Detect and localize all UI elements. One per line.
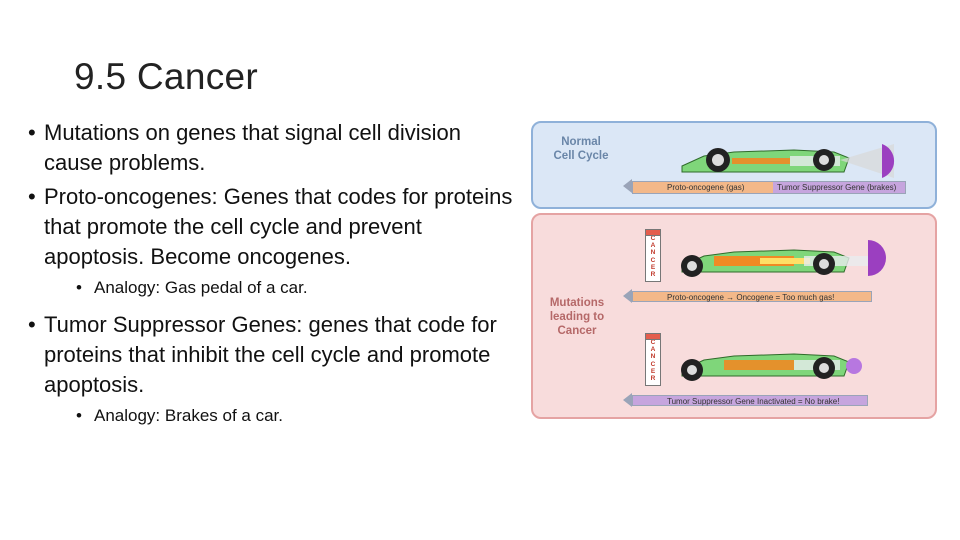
- cancer-sign-letter: C: [650, 256, 656, 264]
- car-oncogene-icon: [681, 240, 886, 277]
- cancer-sign-letter: C: [650, 235, 656, 242]
- sub-bullet-gas-pedal: Analogy: Gas pedal of a car.: [28, 276, 518, 300]
- oncogene-bar: Proto-oncogene → Oncogene = Too much gas…: [632, 291, 872, 302]
- cancer-sign-letter: R: [650, 271, 656, 279]
- cancer-sign-letter: A: [650, 346, 656, 354]
- car-normal-icon: [681, 144, 895, 178]
- slide-title: 9.5 Cancer: [74, 56, 258, 97]
- arrow-left-icon: [623, 393, 632, 407]
- bullet-mutations: Mutations on genes that signal cell divi…: [28, 118, 518, 178]
- cancer-sign-letter: N: [650, 249, 656, 257]
- car-no-brake-icon: [681, 353, 862, 381]
- normal-cell-cycle-label: Normal Cell Cycle: [553, 136, 609, 162]
- bullet-tumor-suppressor: Tumor Suppressor Genes: genes that code …: [28, 310, 518, 400]
- cancer-sign-letter: C: [650, 360, 656, 368]
- cancer-sign-letter: N: [650, 353, 656, 361]
- cancer-sign-letter: R: [650, 375, 656, 383]
- bullet-proto-oncogenes: Proto-oncogenes: Genes that codes for pr…: [28, 182, 518, 272]
- cancer-sign-letter: E: [650, 367, 656, 375]
- gene-bar-normal: Proto-oncogene (gas) Tumor Suppressor Ge…: [632, 181, 906, 194]
- mutations-label: Mutations leading to Cancer: [549, 297, 605, 337]
- sub-bullet-brakes: Analogy: Brakes of a car.: [28, 404, 518, 428]
- cancer-sign-letter: C: [650, 339, 656, 346]
- cancer-sign-letter: E: [650, 263, 656, 271]
- bullet-list: Mutations on genes that signal cell divi…: [28, 118, 518, 438]
- arrow-left-icon: [623, 179, 632, 193]
- arrow-left-icon: [623, 289, 632, 303]
- cancer-sign-letter: A: [650, 242, 656, 250]
- proto-oncogene-gas-label: Proto-oncogene (gas): [633, 182, 773, 193]
- tumor-suppressor-inactivated-bar: Tumor Suppressor Gene Inactivated = No b…: [632, 395, 868, 406]
- tumor-suppressor-brakes-label: Tumor Suppressor Gene (brakes): [773, 182, 905, 193]
